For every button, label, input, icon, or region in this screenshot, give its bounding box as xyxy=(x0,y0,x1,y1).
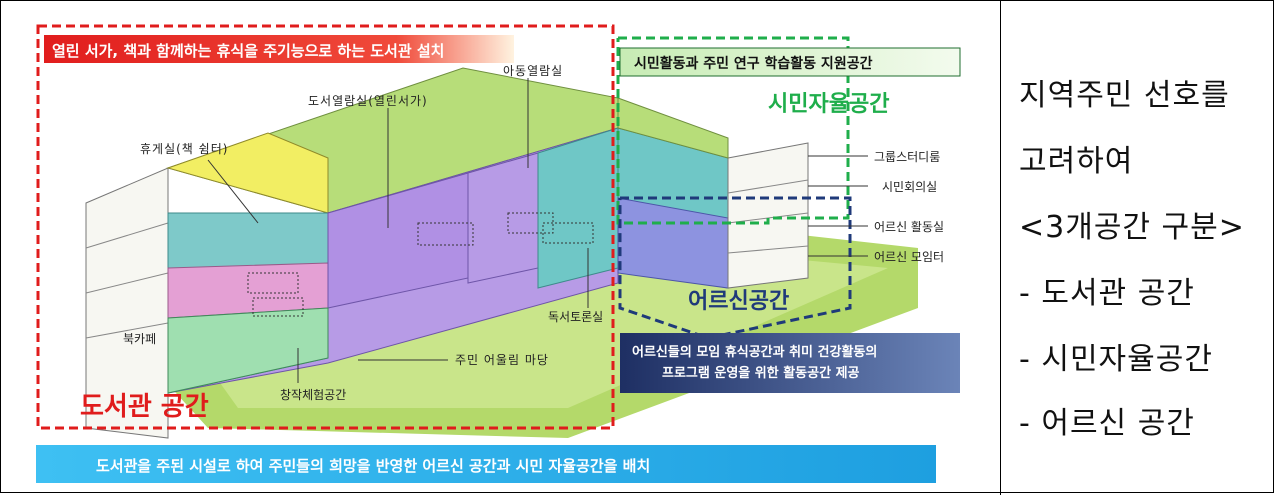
label-resident-yard: 주민 어울림 마당 xyxy=(455,353,549,367)
civic-banner-bg xyxy=(619,47,961,77)
summary-panel: 지역주민 선호를 고려하여 <3개공간 구분> - 도서관 공간 - 시민자율공… xyxy=(1001,0,1276,495)
library-banner: 열린 서가, 책과 함께하는 휴식을 주기능으로 하는 도서관 설치 xyxy=(52,42,445,60)
building-diagram: 열린 서가, 책과 함께하는 휴식을 주기능으로 하는 도서관 설치 시민활동과… xyxy=(8,8,993,488)
label-kids-reading: 아동열람실 xyxy=(503,64,564,78)
summary-line-6: - 어르신 공간 xyxy=(1019,406,1195,441)
senior-description-line-2: 프로그램 운영을 위한 활동공간 제공 xyxy=(662,366,860,381)
label-group-study: 그룹스터디룸 xyxy=(874,150,941,164)
summary-line-2: 고려하여 xyxy=(1019,144,1134,179)
summary-line-4: - 도서관 공간 xyxy=(1019,276,1195,311)
library-space-title: 도서관 공간 xyxy=(80,392,209,422)
building-illustration xyxy=(36,24,961,483)
senior-space-title: 어르신공간 xyxy=(688,289,790,314)
summary-line-1: 지역주민 선호를 xyxy=(1019,78,1230,113)
summary-line-5: - 시민자율공간 xyxy=(1019,342,1213,377)
label-senior-activity: 어르신 활동실 xyxy=(874,220,945,234)
bottom-banner: 도서관을 주된 시설로 하여 주민들의 희망을 반영한 어르신 공간과 시민 자… xyxy=(96,457,651,475)
senior-description-line-1: 어르신들의 모임 휴식공간과 취미 건강활동의 xyxy=(632,345,878,360)
label-book-cafe: 북카페 xyxy=(123,332,157,346)
civic-banner: 시민활동과 주민 연구 학습활동 지원공간 xyxy=(634,56,873,72)
column-divider xyxy=(1000,0,1001,495)
label-reading-debate: 독서토론실 xyxy=(548,310,604,324)
kids-room-block xyxy=(537,127,619,289)
yellow-roof xyxy=(166,132,329,214)
left-tower-front xyxy=(85,167,169,439)
label-citizen-meeting: 시민회의실 xyxy=(882,180,938,194)
library-banner-bg xyxy=(44,35,514,63)
summary-line-3: <3개공간 구분> xyxy=(1019,210,1245,245)
label-library-reading: 도서열람실(열린서가) xyxy=(308,94,428,108)
library-region-outline xyxy=(36,24,615,430)
bottom-banner-bg xyxy=(36,445,936,483)
civic-space-title: 시민자율공간 xyxy=(768,92,890,117)
right-tower xyxy=(727,142,809,289)
senior-desc-bg xyxy=(620,333,960,393)
label-senior-lounge: 어르신 모임터 xyxy=(874,250,945,264)
senior-region-outline xyxy=(618,196,852,340)
label-lounge: 휴게실(책 쉼터) xyxy=(140,142,229,156)
label-creative-space: 창작체험공간 xyxy=(280,388,347,402)
civic-region-outline xyxy=(616,36,850,225)
cafe-block xyxy=(167,307,329,394)
